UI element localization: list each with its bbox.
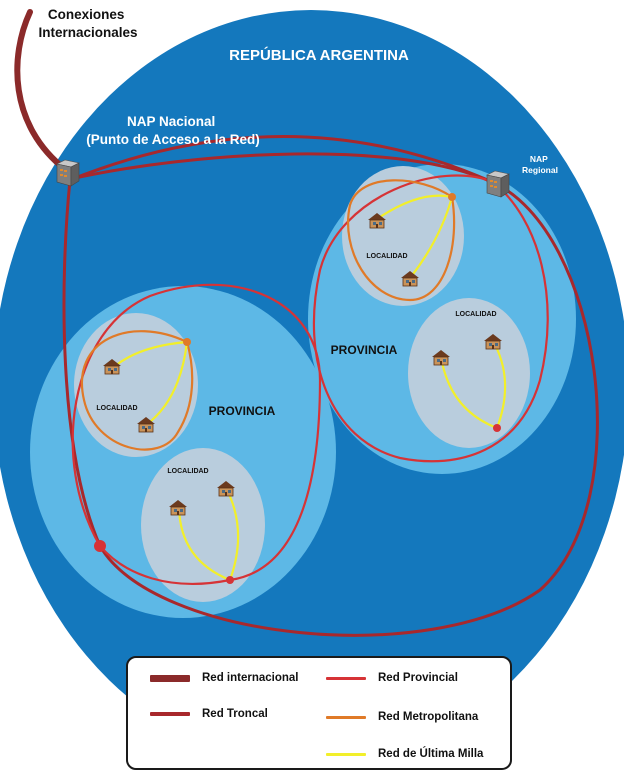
ultima-milla-link bbox=[375, 194, 454, 221]
legend-label: Red Metropolitana bbox=[378, 711, 479, 723]
nap-regional-label-line-1: NAP bbox=[530, 154, 548, 164]
red-troncal-loop bbox=[98, 180, 599, 637]
ultima-milla-link bbox=[439, 355, 499, 430]
localidad-label-4: LOCALIDAD bbox=[455, 311, 496, 318]
provincial-node-left bbox=[94, 540, 106, 552]
international-label-line-2: Internacionales bbox=[38, 25, 137, 40]
red-metropolitana-ring-3 bbox=[347, 179, 456, 302]
provincia-label-right: PROVINCIA bbox=[331, 343, 398, 357]
legend-swatch bbox=[150, 712, 190, 716]
legend-label: Red de Última Milla bbox=[378, 748, 484, 760]
legend-swatch bbox=[150, 674, 190, 682]
localidad-label-2: LOCALIDAD bbox=[167, 468, 208, 475]
server-icon bbox=[56, 159, 80, 187]
red-troncal-link-national-right bbox=[64, 152, 494, 184]
ultima-milla-link bbox=[177, 505, 232, 582]
red-troncal-link-national-left bbox=[62, 178, 102, 548]
nap-nacional-label: NAP Nacional (Punto de Acceso a la Red) bbox=[86, 114, 260, 147]
distribution-node bbox=[448, 193, 456, 201]
red-provincial-ring-right bbox=[312, 174, 549, 463]
nap-nacional-label-line-1: NAP Nacional bbox=[127, 114, 215, 129]
international-label: Conexiones Internacionales bbox=[38, 7, 137, 40]
legend-swatch bbox=[326, 752, 366, 756]
distribution-node bbox=[493, 424, 501, 432]
localidad-label-1: LOCALIDAD bbox=[96, 405, 137, 412]
distribution-node bbox=[226, 576, 234, 584]
red-troncal-link-national-regional bbox=[68, 135, 494, 184]
legend-item-red-ultima-milla: Red de Última Milla bbox=[326, 748, 483, 760]
legend-item-red-metropolitana: Red Metropolitana bbox=[326, 711, 478, 723]
provincia-label-left: PROVINCIA bbox=[209, 404, 276, 418]
legend-label: Red Provincial bbox=[378, 672, 458, 684]
ultima-milla-link bbox=[144, 340, 189, 427]
legend-label: Red internacional bbox=[202, 672, 299, 684]
localidad-label-3: LOCALIDAD bbox=[366, 253, 407, 260]
locality-area-4 bbox=[408, 298, 530, 448]
nap-nacional-label-line-2: (Punto de Acceso a la Red) bbox=[86, 132, 260, 147]
legend-swatch bbox=[326, 676, 366, 680]
ultima-milla-link bbox=[113, 340, 189, 368]
legend-label: Red Troncal bbox=[202, 708, 268, 720]
red-internacional-link bbox=[14, 9, 69, 173]
distribution-node bbox=[183, 338, 191, 346]
country-title: REPÚBLICA ARGENTINA bbox=[229, 46, 409, 64]
legend: Red internacional Red Provincial Red Tro… bbox=[126, 656, 512, 770]
nap-regional-label: NAP Regional bbox=[522, 154, 558, 175]
legend-swatch bbox=[326, 715, 366, 719]
legend-item-red-troncal: Red Troncal bbox=[150, 708, 268, 720]
legend-item-red-provincial: Red Provincial bbox=[326, 672, 458, 684]
red-metropolitana-ring-1 bbox=[81, 330, 194, 451]
nap-regional-label-line-2: Regional bbox=[522, 165, 558, 175]
legend-item-red-internacional: Red internacional bbox=[150, 672, 299, 684]
ultima-milla-link bbox=[408, 195, 454, 280]
locality-area-1 bbox=[74, 313, 198, 457]
ultima-milla-link bbox=[224, 486, 240, 582]
server-icon bbox=[486, 170, 510, 198]
international-label-line-1: Conexiones bbox=[48, 7, 125, 22]
